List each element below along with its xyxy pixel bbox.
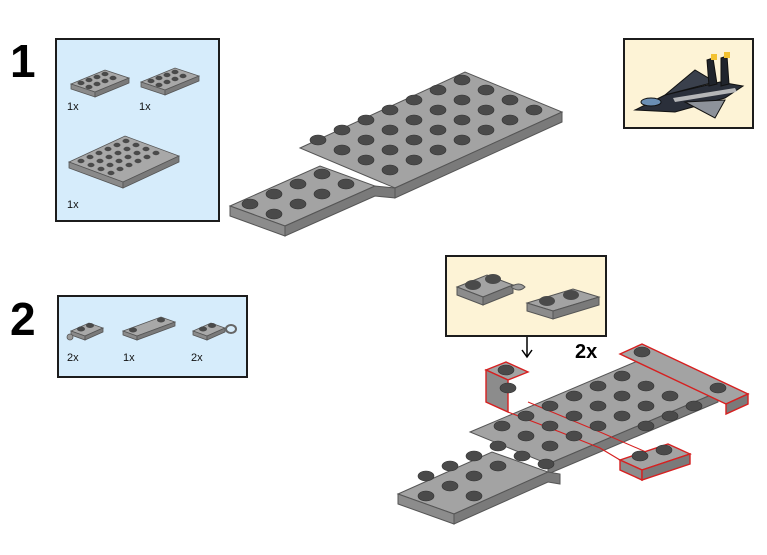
parts-2-art xyxy=(66,316,237,341)
plate-1x2-ring-icon xyxy=(191,322,237,341)
step-2-parts-list: 2x 1x 2x xyxy=(57,295,248,378)
plate-1x4-icon xyxy=(121,316,177,341)
callout-quantity: 2x xyxy=(575,341,598,363)
arrow-down-icon xyxy=(521,337,533,359)
clip-connection-icon xyxy=(455,274,601,320)
part-quantity: 2x xyxy=(67,352,79,364)
step-1-number: 1 xyxy=(10,35,36,87)
part-quantity: 1x xyxy=(123,352,135,364)
part-quantity: 2x xyxy=(191,352,203,364)
plate-1x2-clip-icon xyxy=(66,322,105,341)
jet-fighter-icon xyxy=(633,52,745,119)
step-1-assembly-art xyxy=(228,71,564,237)
part-quantity: 1x xyxy=(67,101,79,113)
plate-4x6-icon xyxy=(67,135,181,189)
part-quantity: 1x xyxy=(67,199,79,211)
plate-2x4-icon xyxy=(69,69,131,98)
plate-2x4-icon xyxy=(139,67,201,96)
step-2-number: 2 xyxy=(10,293,36,345)
step-1-parts-list: 1x 1x 1x xyxy=(55,38,220,222)
parts-1-art xyxy=(67,67,201,189)
step-2-assembly-art xyxy=(396,343,750,525)
part-quantity: 1x xyxy=(139,101,151,113)
sub-assembly-callout xyxy=(445,255,607,337)
model-preview xyxy=(623,38,754,129)
